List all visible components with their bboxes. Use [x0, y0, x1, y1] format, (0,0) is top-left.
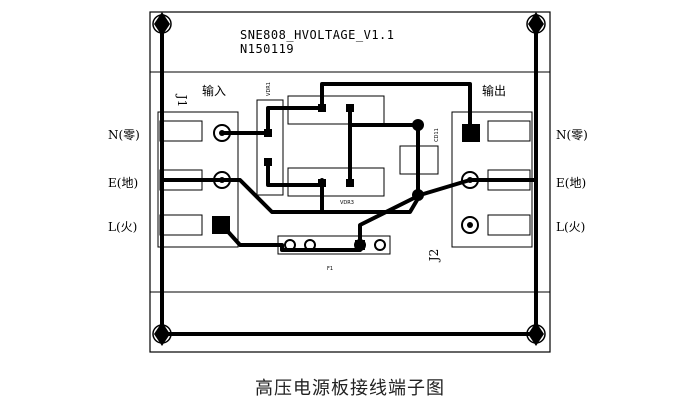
right-terminal-l: L(火) [556, 220, 586, 234]
solder-pads [152, 12, 546, 346]
left-terminal-l: L(火) [108, 220, 138, 234]
right-terminal-e: E(地) [556, 176, 587, 190]
vdr2-label: VDR2 [333, 82, 347, 88]
j2-label: J2 [427, 248, 442, 262]
left-terminal-n: N(零) [108, 128, 140, 142]
right-terminal-n: N(零) [556, 128, 588, 142]
cd11-label: CD11 [433, 128, 440, 142]
vdr1-label: VDR1 [265, 82, 272, 96]
output-label: 输出 [482, 84, 507, 98]
fuse-label: F1 [327, 266, 334, 272]
left-terminal-e: E(地) [108, 176, 139, 190]
j1-label: J1 [175, 94, 190, 108]
vdr3-label: VDR3 [340, 200, 354, 206]
input-label: 输入 [202, 84, 227, 98]
vdr-components [256, 95, 439, 255]
diagram-caption: 高压电源板接线端子图 [255, 378, 445, 399]
board-title: SNE808_HVOLTAGE_V1.1 [240, 28, 395, 42]
board-code: N150119 [240, 42, 295, 56]
board-outline [149, 11, 551, 353]
